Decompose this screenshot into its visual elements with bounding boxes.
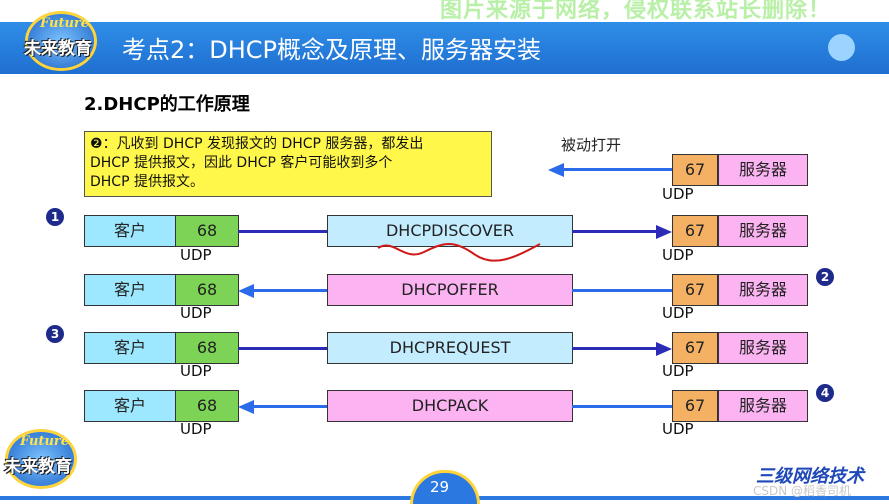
note-box: ❷：凡收到 DHCP 发现报文的 DHCP 服务器，都发出 DHCP 提供报文，… — [84, 131, 492, 197]
csdn-watermark: CSDN @稻香司机 — [753, 484, 852, 498]
logo-burst — [8, 432, 74, 486]
server-box: 服务器 — [718, 390, 808, 422]
client-box: 客户 — [84, 274, 176, 306]
server-box: 服务器 — [718, 154, 808, 186]
client-port: 68 — [175, 390, 239, 422]
message-box: DHCPREQUEST — [327, 332, 573, 364]
logo-name: 未来教育 — [4, 457, 72, 477]
arrow-line — [572, 230, 658, 233]
arrow-line — [572, 289, 672, 292]
logo-script: Future — [40, 16, 90, 31]
arrow-head-left — [238, 400, 254, 414]
udp-label: UDP — [662, 304, 694, 322]
step-number: 1 — [46, 208, 64, 226]
server-box: 服务器 — [718, 332, 808, 364]
arrow-head-left — [548, 163, 564, 177]
udp-label: UDP — [662, 185, 694, 203]
note-marker: ❷ — [90, 136, 103, 152]
decorative-circle — [828, 34, 855, 61]
step-number: 2 — [816, 268, 834, 286]
udp-label: UDP — [180, 420, 212, 438]
page-number: 29 — [430, 478, 450, 496]
step-number: 4 — [816, 384, 834, 402]
arrow-line — [238, 230, 328, 233]
client-port: 68 — [175, 215, 239, 247]
udp-label: UDP — [180, 246, 212, 264]
step-number: 3 — [46, 325, 64, 343]
logo-top: Future 未来教育 — [22, 10, 102, 72]
arrow-head-right — [656, 342, 672, 356]
udp-label: UDP — [180, 304, 212, 322]
client-port: 68 — [175, 274, 239, 306]
section-title: 2.DHCP的工作原理 — [84, 94, 250, 115]
logo-script: Future — [20, 434, 70, 449]
message-box: DHCPACK — [327, 390, 573, 422]
server-box: 服务器 — [718, 215, 808, 247]
note-line-2: DHCP 提供报文，因此 DHCP 客户可能收到多个 — [90, 155, 393, 171]
client-box: 客户 — [84, 215, 176, 247]
arrow-line — [572, 347, 658, 350]
logo-bottom: Future 未来教育 — [2, 428, 82, 490]
arrow-line — [253, 405, 328, 408]
note-line-1: ❷：凡收到 DHCP 发现报文的 DHCP 服务器，都发出 — [90, 136, 424, 152]
server-port: 67 — [672, 215, 718, 247]
server-port: 67 — [672, 154, 718, 186]
arrow-head-right — [656, 225, 672, 239]
arrow-head-left — [238, 284, 254, 298]
passive-open-label: 被动打开 — [561, 136, 622, 154]
client-box: 客户 — [84, 390, 176, 422]
logo-burst — [28, 14, 94, 68]
arrow-line — [253, 289, 328, 292]
logo-name: 未来教育 — [24, 39, 92, 59]
red-underline-scribble — [377, 243, 541, 262]
udp-label: UDP — [180, 362, 212, 380]
udp-label: UDP — [662, 420, 694, 438]
course-title: 三级网络技术 — [756, 466, 864, 487]
passive-arrow-line — [563, 168, 673, 171]
server-port: 67 — [672, 332, 718, 364]
server-box: 服务器 — [718, 274, 808, 306]
message-box: DHCPOFFER — [327, 274, 573, 306]
note-line-3: DHCP 提供报文。 — [90, 174, 204, 190]
udp-label: UDP — [662, 246, 694, 264]
arrow-line — [572, 405, 672, 408]
client-box: 客户 — [84, 332, 176, 364]
server-port: 67 — [672, 274, 718, 306]
server-port: 67 — [672, 390, 718, 422]
header-bar — [0, 22, 889, 74]
watermark-text: 图片来源于网络，侵权联系站长删除！ — [440, 0, 832, 23]
message-box: DHCPDISCOVER — [327, 215, 573, 247]
arrow-line — [238, 347, 328, 350]
slide-title: 考点2：DHCP概念及原理、服务器安装 — [122, 36, 542, 64]
client-port: 68 — [175, 332, 239, 364]
udp-label: UDP — [662, 362, 694, 380]
